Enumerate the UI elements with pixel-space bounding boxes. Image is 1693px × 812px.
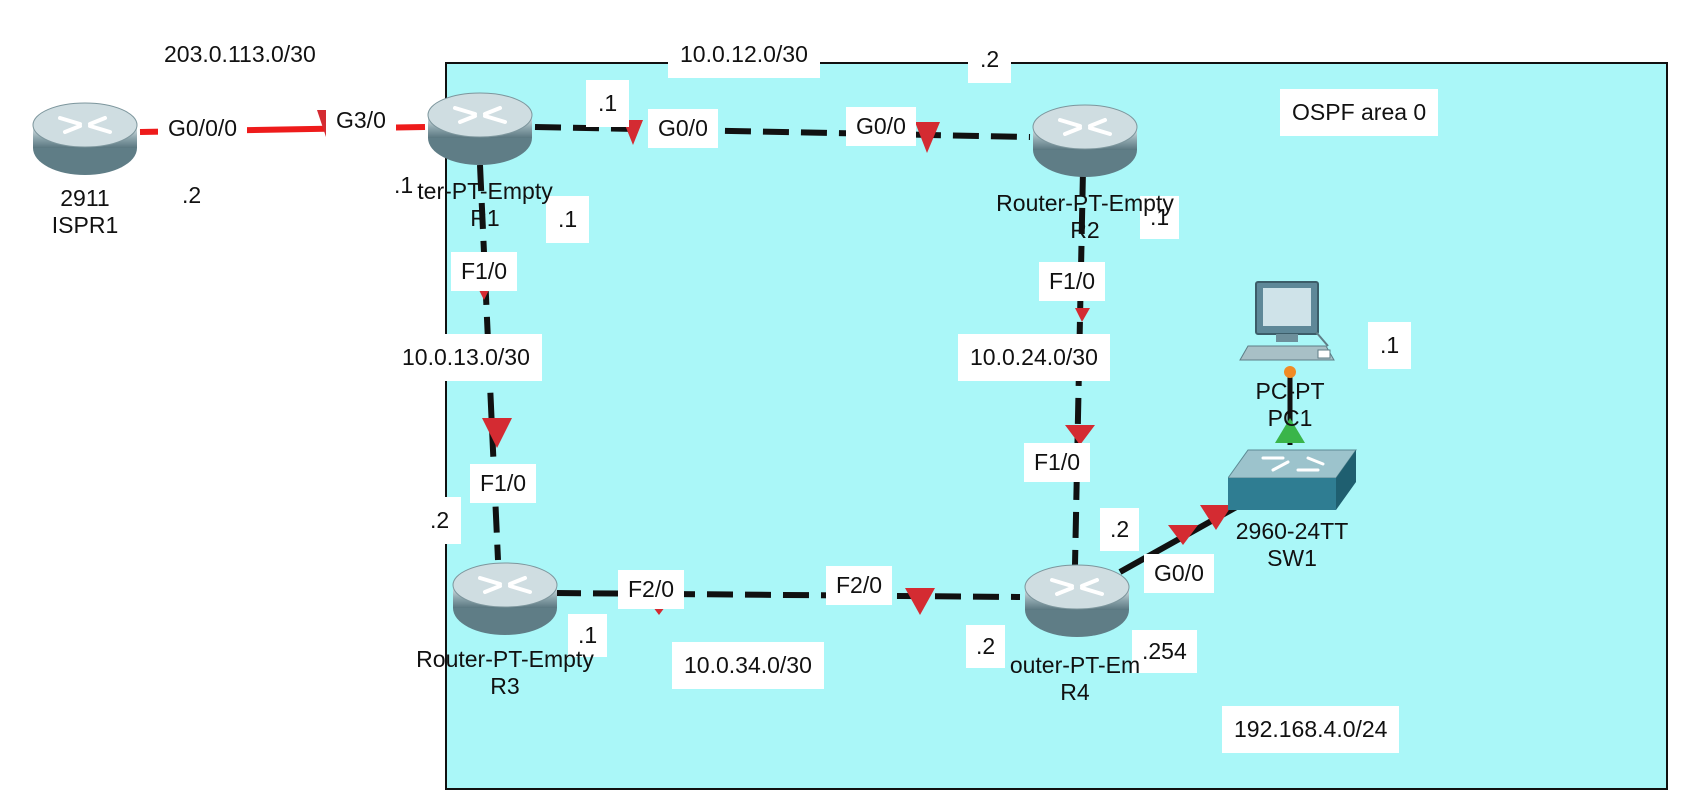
device-name: SW1 [1267, 545, 1317, 571]
device-name: PC1 [1267, 405, 1313, 431]
device-label-r2: Router-PT-Empty R2 [996, 190, 1174, 244]
device-model: Router-PT-Empty [416, 646, 594, 672]
device-name: R4 [1060, 679, 1090, 705]
router-icon[interactable] [1030, 102, 1140, 180]
port-marker-sw1-pc1 [1275, 418, 1305, 443]
port-marker-sw1-uplink [1200, 505, 1232, 530]
host-label-r1-wan: .1 [384, 166, 424, 205]
subnet-label-lan: 192.168.4.0/24 [1222, 706, 1400, 753]
router-icon[interactable] [450, 560, 560, 638]
iface-label-r4-f20: F2/0 [826, 566, 893, 605]
subnet-label-r1-r2: 10.0.12.0/30 [668, 31, 820, 78]
iface-label-ispr1-g000: G0/0/0 [158, 109, 248, 148]
host-label-r1-r12: .1 [586, 80, 630, 127]
subnet-label-wan: 203.0.113.0/30 [152, 31, 328, 78]
port-marker-r4-f20 [905, 588, 935, 615]
router-icon[interactable] [30, 100, 140, 178]
port-marker-r2-g00 [915, 122, 940, 153]
device-model: ter-PT-Empty [417, 178, 553, 204]
host-label-r3-r13: .2 [418, 497, 462, 544]
pc-icon[interactable] [1238, 280, 1338, 380]
iface-label-r2-g00: G0/0 [846, 107, 916, 146]
device-model: 2911 [60, 185, 110, 211]
iface-label-r1-g30: G3/0 [326, 101, 396, 140]
device-model: outer-PT-Em [1009, 652, 1141, 678]
link-r1-r2[interactable] [534, 124, 1031, 140]
host-label-r1-r13: .1 [546, 196, 590, 243]
port-marker-pc1 [1284, 366, 1296, 378]
iface-label-r1-f10: F1/0 [451, 252, 518, 291]
device-model: PC-PT [1255, 378, 1325, 404]
device-label-sw1: 2960-24TT SW1 [1236, 518, 1349, 572]
device-label-r3: Router-PT-Empty R3 [416, 646, 594, 700]
device-name: R3 [490, 673, 520, 699]
area-label: OSPF area 0 [1280, 89, 1439, 136]
port-marker-r3-f10 [482, 418, 512, 448]
device-name: R2 [1070, 217, 1100, 243]
subnet-label-r3-r4: 10.0.34.0/30 [672, 642, 824, 689]
host-label-r2-r12: .2 [968, 36, 1012, 83]
device-model: Router-PT-Empty [996, 190, 1174, 216]
host-label-r2-r24: .1 [1140, 196, 1180, 239]
device-name: ISPR1 [51, 212, 119, 238]
iface-label-r4-g00: G0/0 [1144, 554, 1214, 593]
iface-label-r3-f10: F1/0 [470, 464, 537, 503]
port-marker-r4-f10 [1065, 425, 1095, 445]
device-label-r1: ter-PT-Empty R1 [417, 178, 552, 232]
host-label-r3-r34: .1 [568, 614, 608, 657]
port-marker-r1-f10 [478, 288, 490, 300]
device-label-r4: outer-PT-Em R4 [1010, 652, 1140, 706]
host-label-ispr1-wan: .2 [170, 172, 214, 219]
host-label-r4-lan: .254 [1132, 630, 1197, 673]
subnet-label-r2-r4: 10.0.24.0/30 [958, 334, 1110, 381]
subnet-label-r1-r3: 10.0.13.0/30 [390, 334, 542, 381]
ospf-area-0-zone [445, 62, 1668, 790]
device-name: R1 [470, 205, 500, 231]
host-label-pc1-lan: .1 [1368, 322, 1412, 369]
iface-label-r2-f10: F1/0 [1039, 262, 1106, 301]
device-label-ispr1: 2911 ISPR1 [52, 185, 118, 239]
iface-label-r1-g00: G0/0 [648, 109, 718, 148]
port-marker-r2-f10 [1075, 308, 1090, 322]
host-label-r4-r24: .2 [1100, 508, 1140, 551]
device-label-pc1: PC-PT PC1 [1256, 378, 1325, 432]
device-model: 2960-24TT [1235, 518, 1349, 544]
router-icon[interactable] [1022, 562, 1132, 640]
switch-icon[interactable] [1228, 448, 1358, 518]
port-marker-r4-g00 [1168, 525, 1198, 545]
iface-label-r3-f20: F2/0 [618, 570, 685, 609]
host-label-r4-r34: .2 [966, 625, 1006, 668]
iface-label-r4-f10: F1/0 [1024, 443, 1091, 482]
router-icon[interactable] [425, 90, 535, 168]
